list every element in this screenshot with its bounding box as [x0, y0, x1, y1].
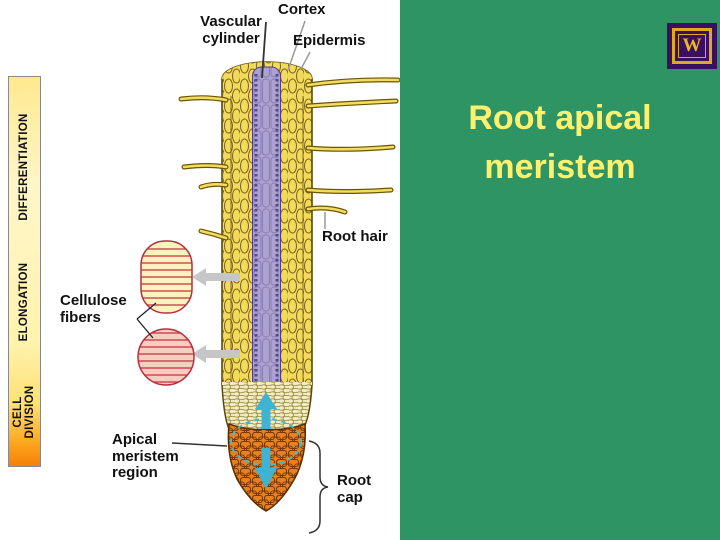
slide-title: Root apical meristem	[468, 99, 652, 186]
root-diagram	[136, 20, 400, 534]
label-apical-meristem-region: Apical meristem region	[112, 431, 179, 481]
left-arrow-icon	[192, 268, 240, 286]
crest-outer-frame	[672, 28, 712, 64]
label-cellulose-fibers: Cellulose fibers	[60, 292, 127, 326]
crest-inner-frame	[678, 34, 706, 58]
root-cap-bracket	[308, 440, 329, 534]
crest-emblem: W	[682, 35, 702, 56]
up-arrow-icon	[255, 392, 277, 429]
growth-zone-bar	[8, 76, 41, 467]
left-arrow-icon	[192, 345, 240, 363]
label-cortex: Cortex	[278, 1, 326, 18]
down-arrow-icon	[255, 448, 277, 489]
title-panel	[400, 0, 720, 540]
label-root-hair: Root hair	[322, 228, 388, 245]
crest-logo-icon[interactable]: W	[667, 23, 717, 69]
vascular-cylinder-shape	[252, 66, 281, 390]
label-epidermis: Epidermis	[293, 32, 366, 49]
root-hairs	[178, 77, 400, 241]
cellulose-fiber-circle	[137, 328, 195, 386]
fiber-pointer-arrows	[192, 268, 240, 363]
cellulose-fiber-pill	[140, 240, 193, 314]
label-pointer-lines	[136, 20, 329, 534]
label-root-cap: Root cap	[337, 472, 372, 506]
growth-arrows	[255, 392, 277, 489]
label-vascular-cylinder: Vascular cylinder	[200, 13, 262, 47]
